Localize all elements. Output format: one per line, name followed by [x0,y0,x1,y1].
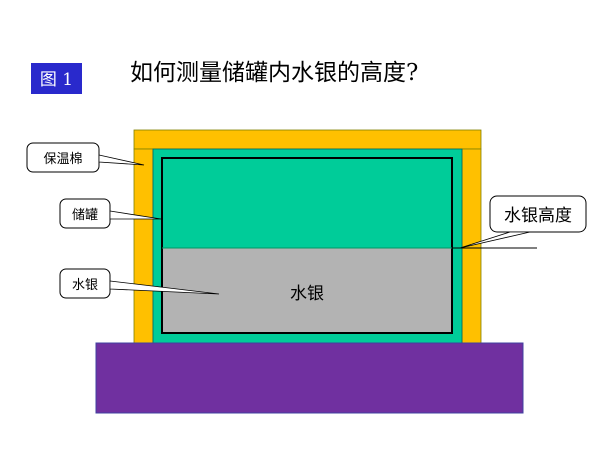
mercury-fill [162,248,452,333]
callout-mercury-text: 水银 [72,278,98,293]
callout-insulation-pointer [98,154,145,166]
figure-tag: 图 1 [31,63,82,94]
mercury-inside-label: 水银 [290,284,324,304]
callout-mercury-pointer [109,280,220,295]
insulation-top [133,129,482,150]
figure-tag-box [31,63,82,94]
callout-tank-text: 储罐 [72,208,98,223]
callout-mercury-height-pointer [459,231,531,249]
insulation-left [133,148,154,346]
callout-tank: 储罐 [59,198,162,229]
callout-insulation-text: 保温棉 [43,152,82,167]
callout-insulation: 保温棉 [26,142,145,173]
callout-mercury-height-box [489,195,587,233]
callout-mercury-height-text: 水银高度 [504,206,572,226]
figure-tag-text: 图 1 [40,70,73,90]
base-platform [95,342,524,414]
page-title: 如何测量储罐内水银的高度? [130,60,418,86]
callout-mercury: 水银 [59,268,220,299]
callout-mercury-height: 水银高度 [452,195,587,249]
callout-tank-pointer [109,210,162,220]
tank-inner-outline [161,157,453,334]
